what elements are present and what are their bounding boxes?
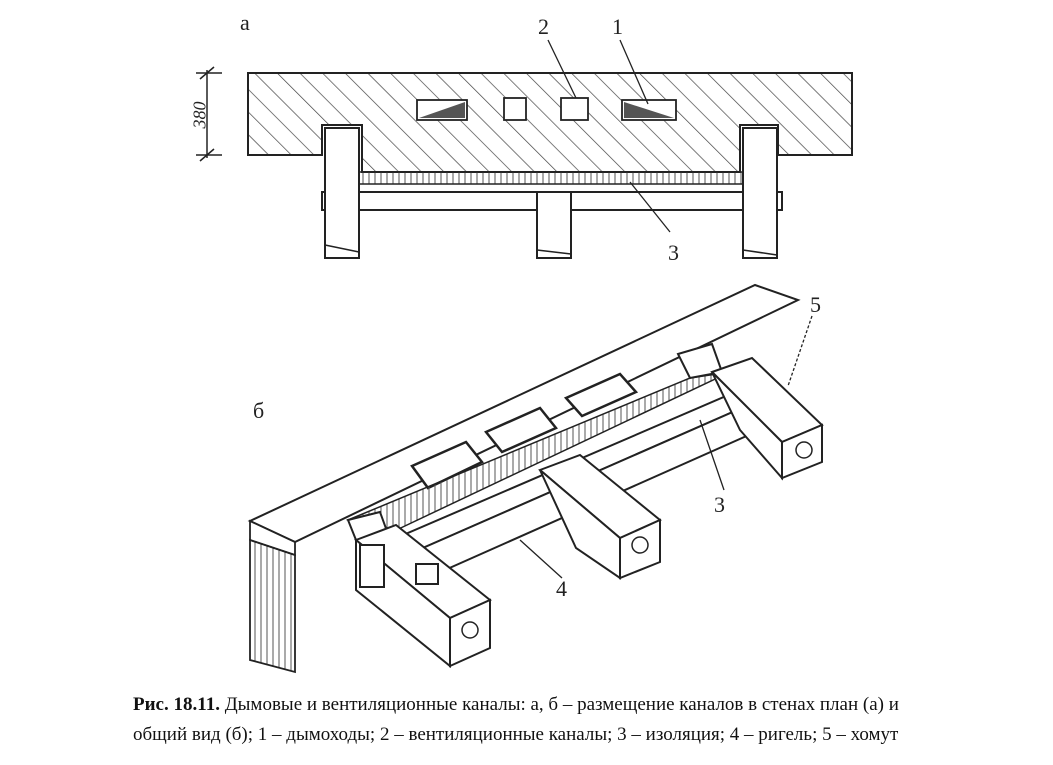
dimension-line — [196, 66, 222, 162]
vent-opening — [563, 372, 639, 418]
figure: а б 380 2 1 3 5 3 4 — [189, 10, 853, 674]
callout-label: 3 — [714, 492, 725, 517]
joist — [742, 127, 778, 259]
caption-line-2: общий вид (б); 1 – дымоходы; 2 – вентиля… — [133, 724, 899, 745]
part-b-label: б — [253, 398, 265, 423]
vent-opening — [484, 406, 558, 454]
joist — [710, 356, 824, 481]
figure-caption: Рис. 18.11. Дымовые и вентиляционные кан… — [133, 690, 1045, 750]
vent-channel — [503, 97, 527, 121]
clamp — [359, 544, 385, 588]
caption-title: Рис. 18.11. — [133, 694, 220, 715]
joist — [536, 191, 572, 259]
wall-section — [249, 538, 296, 674]
smoke-flue — [621, 99, 677, 121]
caption-line-1: Дымовые и вентиляционные каналы: а, б – … — [219, 694, 899, 715]
callout-label: 5 — [810, 292, 821, 317]
callout-label: 2 — [538, 14, 549, 39]
joist — [324, 127, 360, 259]
joist — [538, 453, 662, 580]
callout-label: 4 — [556, 576, 567, 601]
perspective-view — [247, 283, 824, 674]
smoke-flue — [416, 99, 468, 121]
dimension-label: 380 — [189, 101, 210, 129]
vent-channel — [560, 97, 589, 121]
callout-label: 3 — [668, 240, 679, 265]
insulation — [355, 171, 749, 185]
plan-view — [196, 39, 853, 259]
vent-opening — [410, 440, 484, 490]
part-a-label: а — [240, 10, 250, 35]
callout-label: 1 — [612, 14, 623, 39]
clamp — [415, 563, 439, 585]
